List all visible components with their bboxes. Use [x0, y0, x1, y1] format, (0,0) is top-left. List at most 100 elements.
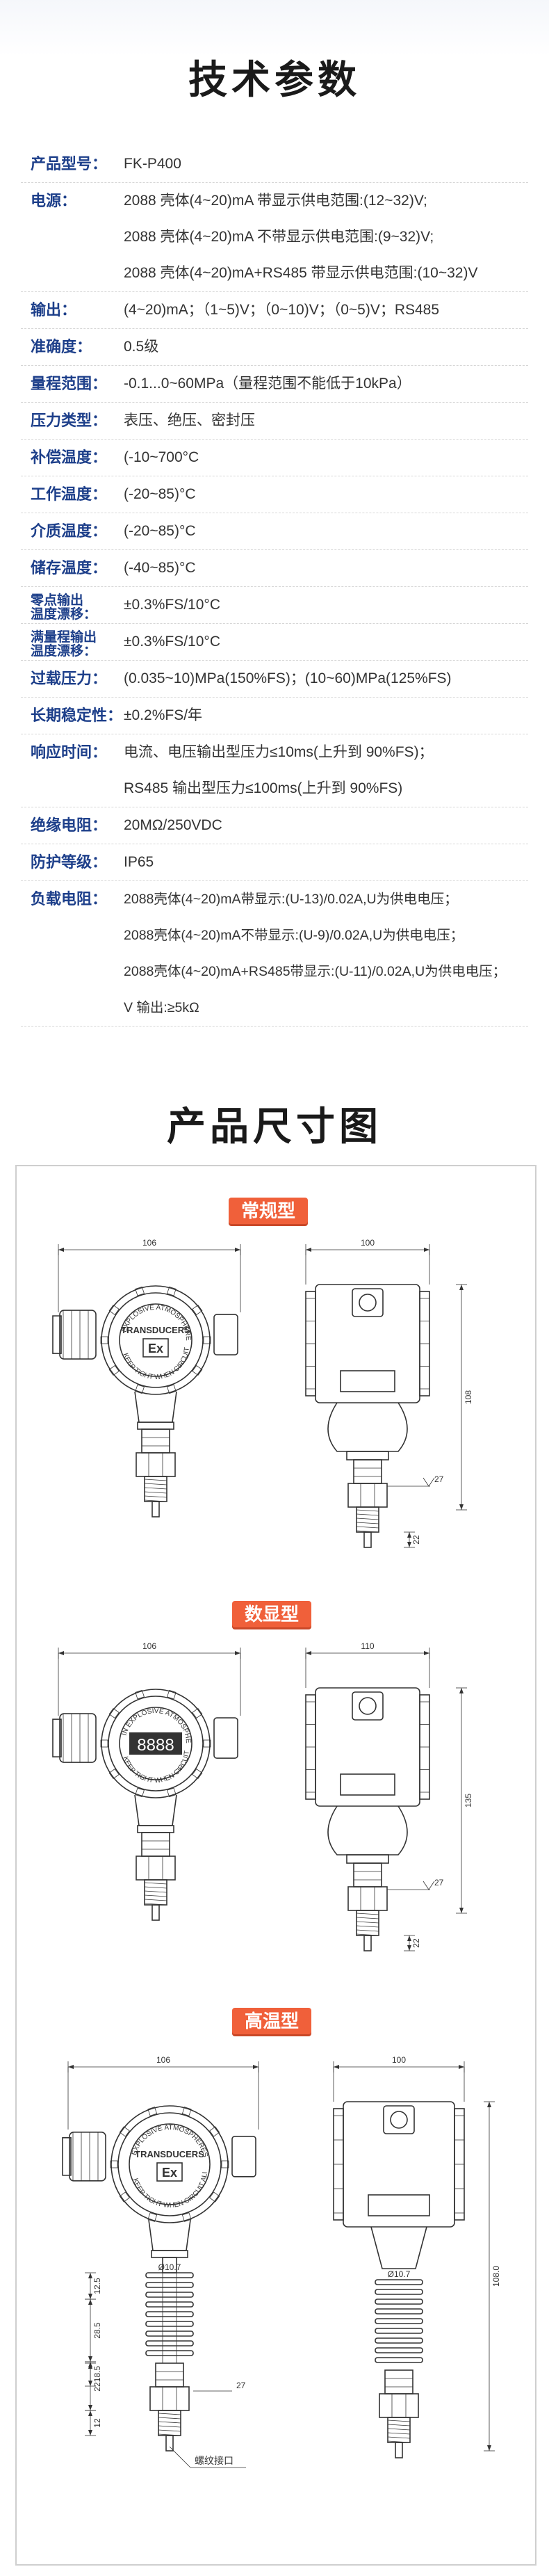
side-neck: [327, 1402, 408, 1452]
spec-label: 补偿温度：: [31, 449, 108, 466]
dimension-label: 135: [464, 1794, 473, 1808]
spec-value: 2088 壳体(4~20)mA 带显示供电范围:(12~32)V;2088 壳体…: [124, 183, 525, 291]
thread-line: [356, 1929, 379, 1932]
housing-lug: [147, 2212, 158, 2222]
spec-label: 满量程输出温度漂移：: [31, 631, 128, 659]
cooling-fin: [375, 2347, 423, 2353]
spec-value: -0.1...0~60MPa（量程范围不能低于10kPa）: [124, 366, 525, 402]
spec-table: 产品型号： FK-P400 电源： 2088 壳体(4~20)mA 带显示供电范围:(…: [21, 146, 528, 1027]
thread-line: [356, 1526, 379, 1529]
spec-value: (-10~700°C: [124, 440, 525, 476]
fitting-body: [141, 1832, 170, 1857]
weld-mark: [423, 1477, 435, 1487]
housing-lug: [203, 1336, 211, 1344]
spec-label-line: 满量程输出: [31, 630, 97, 645]
housing-neck: [134, 1391, 177, 1423]
housing-lug: [108, 1304, 120, 1316]
port: [151, 1904, 160, 1921]
housing-lug: [100, 1336, 108, 1344]
spec-row: 输出：(4~20)mA；（1~5)V；（0~10)V；（0~5)V；RS485: [21, 292, 528, 329]
spec-row: 产品型号： FK-P400: [21, 146, 528, 183]
spec-value: 电流、电压输出型压力≤10ms(上升到 90%FS)；RS485 输出型压力≤1…: [124, 734, 525, 807]
housing-cover: [129, 2123, 211, 2205]
dimension-label: 108: [464, 1390, 473, 1404]
dimension-arrow: [88, 2273, 92, 2299]
display-digits: 8888: [137, 1736, 174, 1755]
fitting-body: [155, 2362, 184, 2388]
spec-value: ±0.3%FS/10°C: [124, 624, 525, 660]
thread-line: [144, 1495, 167, 1498]
spec-value: (4~20)mA；（1~5)V；（0~10)V；（0~5)V；RS485: [124, 292, 525, 328]
cooling-fin: [375, 2357, 423, 2363]
port: [395, 2442, 403, 2458]
housing-lug: [135, 1787, 145, 1798]
housing-cover: [119, 1707, 192, 1780]
side-collar: [346, 1451, 389, 1460]
spec-label-line: 温度漂移：: [31, 607, 97, 622]
spec-value: 20MΩ/250VDC: [124, 807, 525, 844]
hex-nut: [149, 2386, 190, 2411]
spec-row: 电源： 2088 壳体(4~20)mA 带显示供电范围:(12~32)V;2088…: [21, 183, 528, 292]
spec-label: 响应时间：: [31, 743, 108, 761]
thread-line: [158, 2433, 181, 2436]
spec-row: 量程范围：-0.1...0~60MPa（量程范围不能低于10kPa）: [21, 366, 528, 403]
port: [363, 1531, 372, 1548]
side-nameplate: [340, 1773, 395, 1796]
spec-value-line: ±0.2%FS/年: [124, 707, 203, 723]
spec-row: 绝缘电阻：20MΩ/250VDC: [21, 807, 528, 844]
thread-line: [144, 1499, 167, 1502]
spec-value-line: 2088 壳体(4~20)mA 带显示供电范围:(12~32)V;: [124, 193, 427, 209]
spec-row: 过载压力：(0.035~10)MPa(150%FS)；(10~60)MPa(12…: [21, 661, 528, 698]
side-housing: [343, 2101, 455, 2228]
cooling-fin: [145, 2272, 194, 2278]
thread-line: [356, 1913, 379, 1915]
fin-core: [162, 2272, 177, 2364]
spec-label: 介质温度：: [31, 522, 108, 540]
dial-brand: TRANSDUCERS: [121, 1325, 190, 1335]
spec-value-line: (-20~85)°C: [124, 486, 196, 502]
dimension-label: 12: [92, 2418, 102, 2428]
callout-thread: 螺纹接口: [195, 2455, 233, 2466]
thread-line: [158, 2417, 181, 2420]
thread-line: [387, 2420, 411, 2422]
dimension-arrow: [88, 2410, 92, 2436]
thread-line: [158, 2425, 181, 2428]
spec-row: 满量程输出温度漂移：±0.3%FS/10°C: [21, 624, 528, 661]
housing-lug: [181, 2107, 192, 2116]
ex-box: [142, 1338, 169, 1358]
conduit-left: [59, 1713, 97, 1763]
housing-lug: [192, 1304, 203, 1316]
side-neck: [327, 1805, 408, 1855]
spec-value-line: (-20~85)°C: [124, 523, 196, 539]
housing-lug: [221, 2160, 229, 2168]
thread-line: [144, 1882, 167, 1885]
side-neck: [370, 2226, 427, 2269]
housing-neck: [148, 2219, 191, 2251]
spec-label: 产品型号：: [31, 155, 108, 172]
cooling-fin: [375, 2289, 423, 2295]
dimension-label: 106: [142, 1238, 156, 1248]
conduit-right: [213, 1314, 238, 1355]
housing-lug: [100, 1739, 108, 1748]
housing-ring: [117, 2112, 222, 2216]
spec-label: 零点输出温度漂移：: [31, 594, 128, 622]
spec-label: 压力类型：: [31, 412, 108, 429]
thread-line: [356, 1933, 379, 1936]
spec-row: 压力类型：表压、绝压、密封压: [21, 403, 528, 440]
cooling-fin: [145, 2340, 194, 2346]
fitting-body: [141, 1428, 170, 1454]
housing-ring: [108, 1292, 204, 1388]
thread-line: [144, 1890, 167, 1893]
dimension-arrow: [88, 2363, 92, 2410]
thread-line: [144, 1886, 167, 1889]
neck-collar: [137, 1825, 174, 1833]
spec-label: 负载电阻：: [31, 890, 108, 908]
ex-box: [156, 2162, 183, 2182]
spec-label: 电源：: [31, 192, 77, 209]
spec-value-line: ±0.3%FS/10°C: [124, 597, 220, 613]
dimension-label: 100: [392, 2055, 406, 2065]
dimension-arrow: [407, 1532, 411, 1547]
spec-value-line: FK-P400: [124, 156, 181, 172]
